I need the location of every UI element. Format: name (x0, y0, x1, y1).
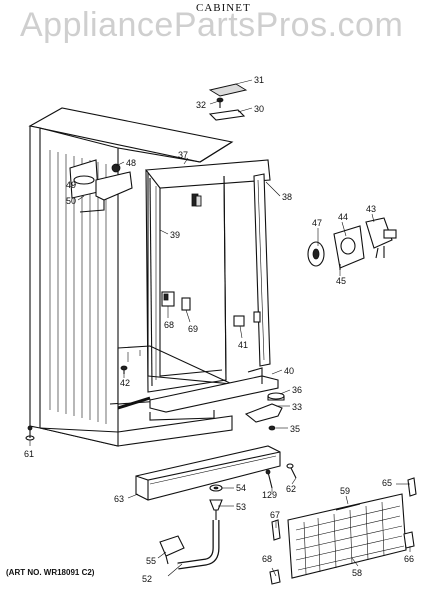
drain-parts (209, 484, 223, 520)
callout-30: 30 (254, 104, 264, 114)
callout-68-lower: 68 (262, 554, 272, 564)
callout-31: 31 (254, 75, 264, 85)
callout-45: 45 (336, 276, 346, 286)
callout-66: 66 (404, 554, 414, 564)
callout-35: 35 (290, 424, 300, 434)
screws-129-62 (265, 463, 297, 489)
callout-59: 59 (340, 486, 350, 496)
callout-52: 52 (142, 574, 152, 584)
bracket-assembly (69, 159, 133, 213)
leveling-leg (25, 425, 35, 441)
callout-49: 49 (66, 180, 76, 190)
inner-clips (161, 291, 245, 327)
callout-69: 69 (188, 324, 198, 334)
callout-63: 63 (114, 494, 124, 504)
hinge-bracket-parts (244, 392, 285, 431)
callout-40: 40 (284, 366, 294, 376)
callout-41: 41 (238, 340, 248, 350)
callout-36: 36 (292, 385, 302, 395)
drain-hose (159, 520, 220, 570)
callout-33: 33 (292, 402, 302, 412)
art-number: (ART NO. WR18091 C2) (6, 568, 95, 577)
control-assembly (307, 217, 397, 270)
top-hinge-parts (208, 83, 248, 121)
kickplate (135, 445, 281, 501)
callout-37: 37 (178, 150, 188, 160)
leader-lines (29, 79, 411, 577)
callout-62: 62 (286, 484, 296, 494)
callout-65: 65 (382, 478, 392, 488)
callout-67: 67 (270, 510, 280, 520)
callout-43: 43 (366, 204, 376, 214)
liner-frame (144, 159, 271, 393)
callout-32: 32 (196, 100, 206, 110)
callout-53: 53 (236, 502, 246, 512)
bottom-rail (149, 367, 279, 413)
callout-68-upper: 68 (164, 320, 174, 330)
callout-labels: 31 32 30 37 48 49 50 38 47 44 43 45 39 6… (24, 75, 414, 584)
callout-42: 42 (120, 378, 130, 388)
callout-38: 38 (282, 192, 292, 202)
condenser-grille (269, 477, 417, 585)
callout-55: 55 (146, 556, 156, 566)
callout-61: 61 (24, 449, 34, 459)
callout-44: 44 (338, 212, 348, 222)
callout-47: 47 (312, 218, 322, 228)
watermark: AppliancePartsPros.com (20, 6, 404, 44)
diagram-title: CABINET (196, 2, 251, 14)
right-channel (253, 173, 271, 367)
callout-58: 58 (352, 568, 362, 578)
callout-39: 39 (170, 230, 180, 240)
callout-54: 54 (236, 483, 246, 493)
callout-129: 129 (262, 490, 277, 500)
callout-48: 48 (126, 158, 136, 168)
callout-50: 50 (66, 196, 76, 206)
